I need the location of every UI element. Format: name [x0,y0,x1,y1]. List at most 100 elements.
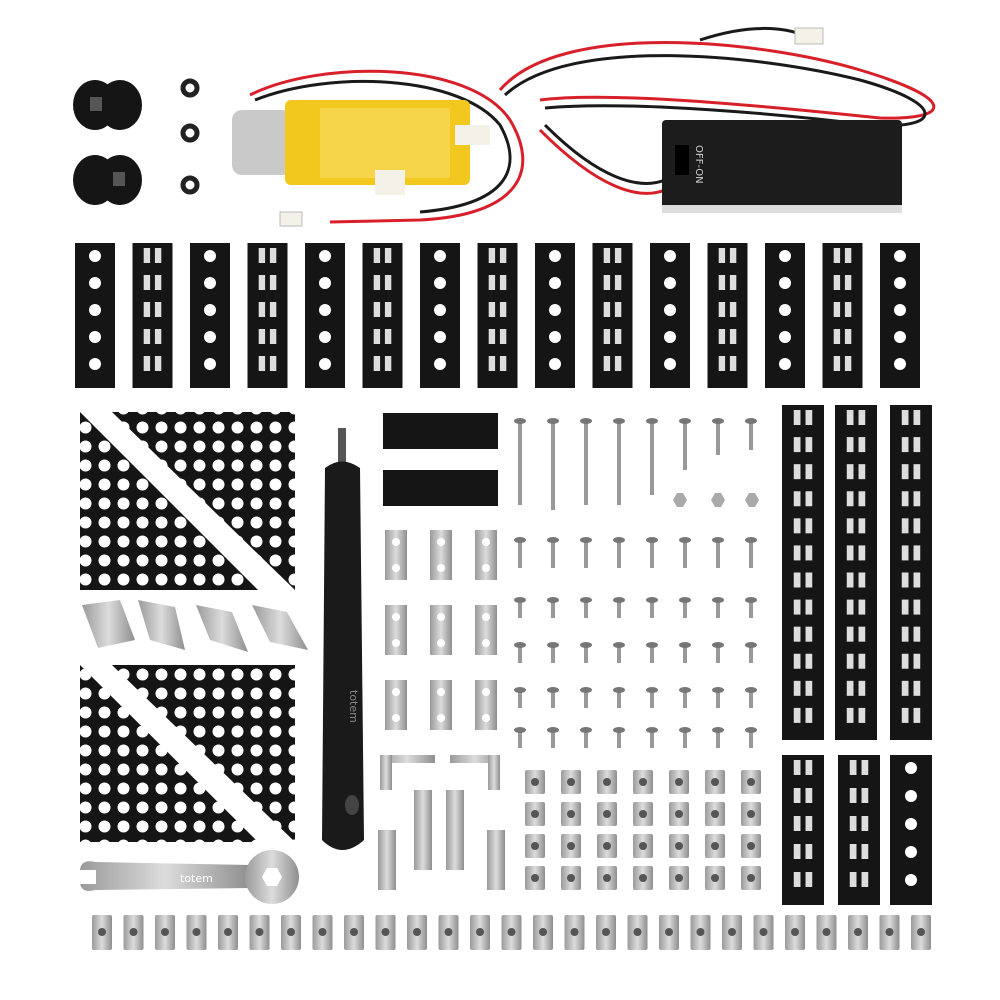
wire-connector [794,27,824,45]
wrench: totem [78,850,299,904]
t-nut [633,834,653,858]
wheel-hubs [73,80,142,205]
screw [712,642,724,663]
t-nut [561,834,581,858]
screw [745,418,757,450]
t-nut [669,802,689,826]
t-nut [123,915,144,950]
t-nut [690,915,711,950]
channel-part [592,243,633,388]
t-nut [312,915,333,950]
t-nut [281,915,301,950]
channel-part [650,243,690,388]
t-nuts-row [92,915,931,950]
channel-part [75,243,115,388]
triangle-plate [80,412,258,590]
screw [514,642,526,663]
screw [547,687,559,708]
t-nut [879,915,900,950]
t-nut [705,834,725,858]
t-nut [438,915,459,950]
screw [745,537,757,568]
t-nut [816,915,837,950]
channel-part [822,243,863,388]
t-nut [596,915,616,950]
motor-connector [279,211,303,227]
t-nuts-grid [525,770,761,890]
screw [679,418,691,470]
t-nut [525,866,545,890]
screw [646,418,658,495]
triangle-plate [112,412,295,590]
hex-nut [673,493,687,507]
screw [745,687,757,708]
channel-part [420,243,460,388]
channel-part [838,755,880,905]
t-nut [627,915,648,950]
flat-plate [385,680,407,730]
screw [613,642,625,663]
screw [745,642,757,663]
battery-box: OFF-ON [662,120,902,213]
washers [180,78,200,195]
screw [580,642,592,663]
channel-part [305,243,345,388]
screw [712,727,724,748]
channel-part [765,243,805,388]
channel-part [190,243,230,388]
flat-plate [475,530,497,580]
t-nut [669,834,689,858]
screw [712,537,724,568]
switch-label: OFF-ON [693,145,704,184]
motor-wires [249,27,936,224]
screw [712,687,724,708]
t-nut [501,915,522,950]
long-channels [782,405,932,905]
t-nut [753,915,774,950]
screw [514,727,526,748]
t-nut [911,915,931,950]
screw [679,537,691,568]
screw [745,597,757,618]
t-nut [785,915,805,950]
gear-motor [232,100,490,195]
t-nut [155,915,175,950]
t-nut [705,866,725,890]
t-nut [705,802,725,826]
screw [547,727,559,748]
screw [613,597,625,618]
channel-part [707,243,748,388]
t-nut [669,770,689,794]
black-plate [383,413,498,449]
clips [378,755,505,890]
channel-part [835,405,877,740]
screw [613,687,625,708]
channel-part [890,405,932,740]
screw [547,418,559,510]
channel-part [880,243,920,388]
flat-plate [430,680,452,730]
t-nut [344,915,364,950]
t-nut [249,915,270,950]
channel-row [75,243,920,388]
channel-part [362,243,403,388]
t-nut [92,915,112,950]
screw [679,687,691,708]
t-nut [705,770,725,794]
t-nut [741,770,761,794]
t-nut [561,770,581,794]
screw [613,727,625,748]
flat-plate [385,530,407,580]
screw [514,687,526,708]
t-nut [633,802,653,826]
screw [712,597,724,618]
screw [646,687,658,708]
screwdriver: totem [322,428,364,850]
t-nut [597,802,617,826]
t-nut [525,770,545,794]
t-nut [741,866,761,890]
t-nut [669,866,689,890]
t-nut [186,915,207,950]
screw [547,597,559,618]
